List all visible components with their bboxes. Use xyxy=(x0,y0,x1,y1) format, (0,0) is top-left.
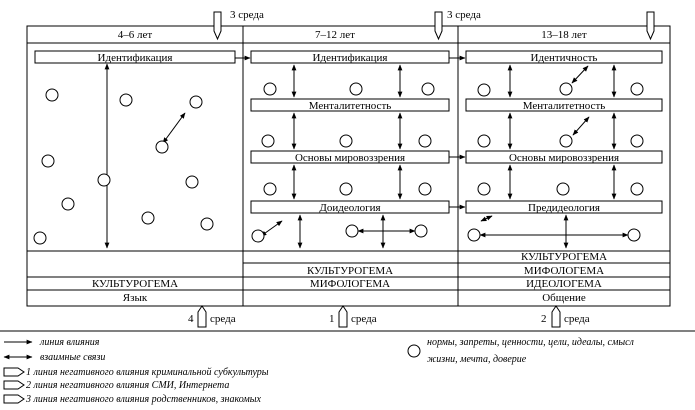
value-circle xyxy=(41,154,55,168)
value-circle xyxy=(559,134,573,148)
value-circle xyxy=(418,134,432,148)
env-label-top-1: 3 среда xyxy=(230,9,264,21)
row-c3-mifologema: МИФОЛОГЕМА xyxy=(524,265,604,277)
row-c3-communication: Общение xyxy=(542,292,586,304)
value-circle xyxy=(155,140,169,154)
box-c3-identity-label: Идентичность xyxy=(531,52,598,64)
value-circle xyxy=(263,182,277,196)
legend-influence-label: линия влияния xyxy=(39,337,100,348)
box-c3-worldview-label: Основы мировоззрения xyxy=(509,152,619,164)
c1-diagonal-arrow xyxy=(162,112,186,144)
value-circle xyxy=(477,134,491,148)
box-c2-identity-label: Идентификация xyxy=(313,52,388,64)
c3-diagonal-arrow-2 xyxy=(572,116,590,136)
value-circle xyxy=(61,197,75,211)
env-arrow-top-1 xyxy=(213,11,222,41)
value-circle xyxy=(630,182,644,196)
box-c3-mentality-label: Менталитетность xyxy=(523,100,606,112)
box-c3-identity xyxy=(465,50,663,64)
value-circle xyxy=(421,82,435,96)
env-bottom-4-label: среда xyxy=(210,313,236,325)
env-arrow-top-3 xyxy=(646,11,655,41)
env-arrow-bottom-1 xyxy=(338,305,348,328)
env-bottom-4-num: 4 xyxy=(188,313,194,325)
legend-neg2-arrow xyxy=(3,380,25,390)
value-circle xyxy=(467,228,481,242)
box-c2-ideology-label: Доидеология xyxy=(319,202,380,214)
value-circle xyxy=(263,82,277,96)
legend-value-circle xyxy=(407,344,421,358)
env-arrow-top-2 xyxy=(434,11,443,41)
value-circle xyxy=(345,224,359,238)
env-bottom-2-label: среда xyxy=(564,313,590,325)
legend-mutual-label: взаимные связи xyxy=(40,352,105,363)
env-bottom-1-num: 1 xyxy=(329,313,335,325)
value-circle xyxy=(97,173,111,187)
value-circle xyxy=(418,182,432,196)
legend-norms-line2: жизни, мечта, доверие xyxy=(427,354,527,365)
value-circle xyxy=(559,82,573,96)
row-c2-mifologema: МИФОЛОГЕМА xyxy=(310,278,390,290)
column-header-2: 7–12 лет xyxy=(315,29,355,41)
row-c3-ideologema: ИДЕОЛОГЕМА xyxy=(526,278,602,290)
value-circle xyxy=(630,134,644,148)
value-circle xyxy=(349,82,363,96)
value-circle xyxy=(477,182,491,196)
box-c3-mentality xyxy=(465,98,663,112)
value-circle xyxy=(339,182,353,196)
env-bottom-1-label: среда xyxy=(351,313,377,325)
c2-diagonal-arrow xyxy=(260,220,283,237)
value-circle xyxy=(339,134,353,148)
legend-neg1-label: 1 линия негативного влияния криминальной… xyxy=(26,367,269,378)
value-circle xyxy=(33,231,47,245)
legend-neg3-arrow xyxy=(3,394,25,404)
legend-neg2-label: 2 линия негативного влияния СМИ, Интерне… xyxy=(26,380,229,391)
value-circle xyxy=(627,228,641,242)
c3-diagonal-arrow-3 xyxy=(480,215,493,222)
env-bottom-2-num: 2 xyxy=(541,313,547,325)
value-circle xyxy=(45,88,59,102)
outer-frame xyxy=(26,25,671,307)
row-c3-kulturogema: КУЛЬТУРОГЕМА xyxy=(521,251,607,263)
value-circle xyxy=(251,229,265,243)
legend-neg1-arrow xyxy=(3,367,25,377)
value-circle xyxy=(261,134,275,148)
box-c3-worldview xyxy=(465,150,663,164)
box-c1-identity-label: Идентификация xyxy=(98,52,173,64)
row-c2-kulturogema: КУЛЬТУРОГЕМА xyxy=(307,265,393,277)
value-circle xyxy=(200,217,214,231)
box-c3-ideology xyxy=(465,200,663,214)
env-arrow-bottom-4 xyxy=(197,305,207,328)
value-circle xyxy=(414,224,428,238)
value-circle xyxy=(189,95,203,109)
row-c1-language: Язык xyxy=(123,292,148,304)
box-c2-mentality-label: Менталитетность xyxy=(309,100,392,112)
value-circle xyxy=(141,211,155,225)
box-c3-ideology-label: Предидеология xyxy=(528,202,600,214)
column-header-1: 4–6 лет xyxy=(118,29,153,41)
env-arrow-bottom-2 xyxy=(551,305,561,328)
value-circle xyxy=(119,93,133,107)
legend-norms-line1: нормы, запреты, ценности, цели, идеалы, … xyxy=(427,337,635,348)
value-circle xyxy=(185,175,199,189)
box-c2-worldview-label: Основы мировоззрения xyxy=(295,152,405,164)
value-circle xyxy=(477,83,491,97)
column-header-3: 13–18 лет xyxy=(541,29,587,41)
value-circle xyxy=(630,82,644,96)
box-c1-identity xyxy=(34,50,236,64)
box-c2-mentality xyxy=(250,98,450,112)
env-label-top-2: 3 среда xyxy=(447,9,481,21)
row-c1-kulturogema: КУЛЬТУРОГЕМА xyxy=(92,278,178,290)
box-c2-identity xyxy=(250,50,450,64)
value-circle xyxy=(556,182,570,196)
c3-diagonal-arrow-1 xyxy=(571,65,589,84)
legend-neg3-label: 3 линия негативного влияния родственнико… xyxy=(25,394,262,405)
